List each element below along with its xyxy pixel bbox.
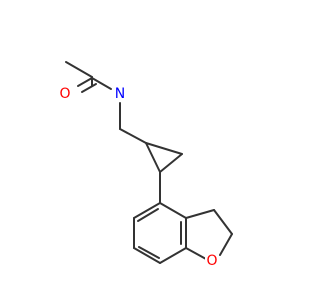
bond-o-ar5 [185, 247, 207, 260]
bond-c3-n [91, 77, 112, 90]
aromatic-double-2 [138, 246, 160, 259]
bond-ch2-cp1 [119, 128, 147, 144]
bond-carbonyl-2 [81, 83, 97, 93]
o-furan-bg [205, 253, 219, 269]
aromatic-double-1 [137, 208, 159, 222]
bond-c1-c2 [65, 61, 93, 78]
bond-cp1-cp2 [145, 142, 183, 155]
bond-cp3-cp1 [145, 142, 161, 173]
amide-nitrogen-label: N [115, 86, 125, 102]
bond-ar4-ar5 [159, 247, 187, 264]
bond-ar6-ar1 [159, 202, 187, 219]
bond-carbonyl-1 [77, 77, 93, 87]
n-amide-bg [113, 86, 128, 102]
bond-ar1-ar2 [133, 202, 161, 219]
furan-oxygen-label: O [206, 253, 217, 269]
bond-ch2a-ch2b [213, 209, 233, 235]
bond-ch2b-o [219, 233, 233, 256]
molecule-diagram: O N O [58, 61, 233, 269]
bond-cp2-cp3 [159, 153, 183, 173]
carbonyl-oxygen-label: O [59, 86, 70, 102]
bond-ar6-ch2a [185, 209, 215, 219]
o-carbonyl-bg [58, 86, 72, 102]
bond-ar3-ar4 [133, 247, 161, 264]
